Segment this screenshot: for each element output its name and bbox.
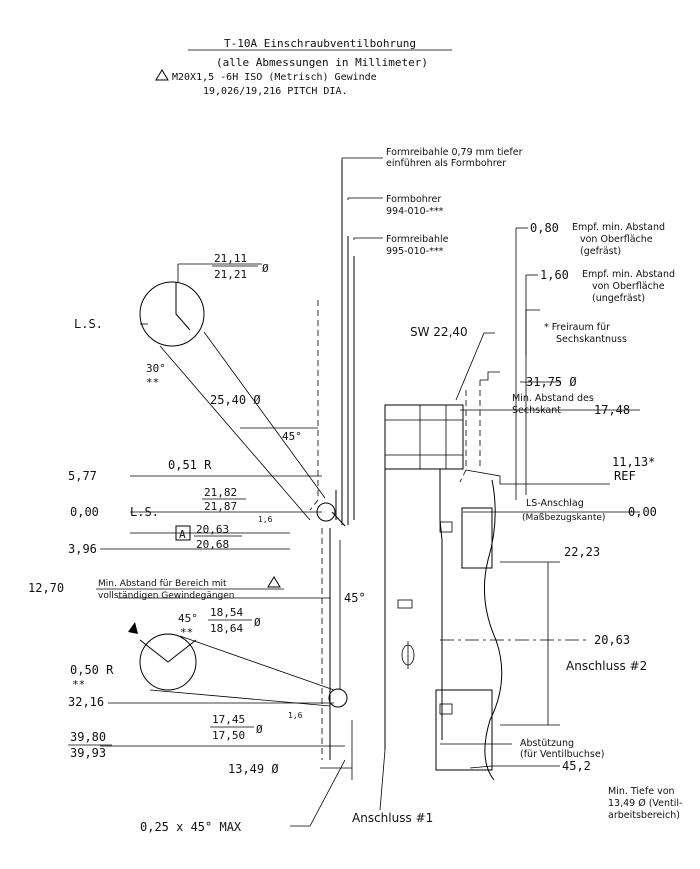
dim-39-93: 39,93 [70,746,106,760]
datum-a: A [179,528,186,541]
min-depth-1: Min. Tiefe von [608,786,675,797]
empf-2a: Empf. min. Abstand [582,269,675,280]
freiraum-1: * Freiraum für [544,322,610,333]
port-1-label: Anschluss #1 [352,811,433,825]
dim-1-60: 1,60 [540,268,569,282]
min-hex-1: Min. Abstand des [512,393,594,404]
dim-0-00: 0,00 [70,505,99,519]
empf-2c: (ungefräst) [592,293,645,304]
stars-mid: ** [180,626,193,639]
dim-20-63-right: 20,63 [594,633,630,647]
dia-20-63: 20,63 [196,523,229,536]
dia-18-64: 18,64 [210,622,243,635]
mass-kante: (Maßbezugskante) [522,513,605,523]
dim-32-16: 32,16 [68,695,104,709]
formreibahle-part-no: 995-010-*** [386,246,444,257]
drawing-title: T-10A Einschraubventilbohrung [224,37,416,50]
min-depth-3: arbeitsbereich) [608,810,680,821]
dia-17-50: 17,50 [212,729,245,742]
formreibahle-note-1: Formreibahle 0,79 mm tiefer [386,147,523,158]
angle-45-mid: 45° [344,591,366,605]
thread-spec: M20X1,5 -6H ISO (Metrisch) Gewinde [172,72,377,83]
leader-lines [100,157,640,827]
dia-20-68: 20,68 [196,538,229,551]
min-dist-line1: Min. Abstand für Bereich mit [98,579,227,589]
empf-1b: von Oberfläche [580,234,653,245]
dia-17-45: 17,45 [212,713,245,726]
dim-11-13: 11,13* [612,455,655,469]
radius-0-51: 0,51 R [168,458,212,472]
min-dist-line2: vollständigen Gewindegängen [98,591,235,601]
angle-45-top: 45° [282,430,302,443]
empf-2b: von Oberfläche [592,281,665,292]
datum-a-box [175,525,191,541]
formreibahle-note-2: einführen als Formbohrer [386,158,506,169]
right-annotations: Formreibahle 0,79 mm tiefer einführen al… [386,147,682,821]
detail-circle-top [139,263,326,521]
radius-0-50: 0,50 R [70,663,114,677]
surface-1-6b: 1,6 [288,711,303,720]
dia-18-54: 18,54 [210,606,243,619]
formbohrer-part-no: 994-010-*** [386,206,444,217]
dim-39-80: 39,80 [70,730,106,744]
min-hex-2: Sechskant [512,405,561,416]
dia-symbol-2: Ø [254,616,261,629]
ls-top-label: L.S. [74,317,103,331]
dim-45-2: 45,2 [562,759,591,773]
dia-21-87: 21,87 [204,500,237,513]
abstuetzung-1: Abstützung [520,738,574,749]
min-depth-2: 13,49 Ø (Ventil- [608,798,682,809]
ref-label: REF [614,469,636,483]
dim-22-23: 22,23 [564,545,600,559]
angle-45-small: 45° [178,612,198,625]
empf-1c: (gefräst) [580,246,621,257]
dim-0-80: 0,80 [530,221,559,235]
formreibahle-label: Formreibahle [386,234,449,245]
thread-triangle-small-icon [267,576,281,588]
thread-triangle-icon [155,69,169,81]
drawing-subtitle: (alle Abmessungen in Millimeter) [216,56,428,69]
ls-mid-label: L.S. [130,505,159,519]
freiraum-2: Sechskantnuss [556,334,627,345]
pitch-diameter: 19,026/19,216 PITCH DIA. [203,86,348,97]
chamfer-spec: 0,25 x 45° MAX [140,820,242,834]
stars-bottom: ** [72,678,85,691]
dia-31-75: 31,75 Ø [526,375,577,389]
dia-21-82: 21,82 [204,486,237,499]
dim-3-96: 3,96 [68,542,97,556]
angle-30: 30° [146,362,166,375]
dia-21-11: 21,11 [214,252,247,265]
ls-anschlag: LS-Anschlag [526,498,584,509]
left-annotations: L.S. 21,11 21,21 Ø 30° ** 25,40 Ø 45° 5,… [28,252,433,834]
dim-0-00-right: 0,00 [628,505,657,519]
surface-1-6: 1,6 [258,515,273,524]
stars-top: ** [146,376,159,389]
dim-5-77: 5,77 [68,469,97,483]
drawing-header: T-10A Einschraubventilbohrung (alle Abme… [155,37,452,97]
formbohrer-label: Formbohrer [386,194,441,205]
abstuetzung-2: (für Ventilbuchse) [520,749,604,760]
dim-17-48: 17,48 [594,403,630,417]
dia-13-49: 13,49 Ø [228,762,279,776]
dia-symbol-1: Ø [262,262,269,275]
empf-1a: Empf. min. Abstand [572,222,665,233]
dia-21-21: 21,21 [214,268,247,281]
dim-12-70: 12,70 [28,581,64,595]
dia-25-40: 25,40 Ø [210,393,261,407]
sw-hex-size: SW 22,40 [410,325,468,339]
port-2-label: Anschluss #2 [566,659,647,673]
dia-symbol-3: Ø [256,723,263,736]
